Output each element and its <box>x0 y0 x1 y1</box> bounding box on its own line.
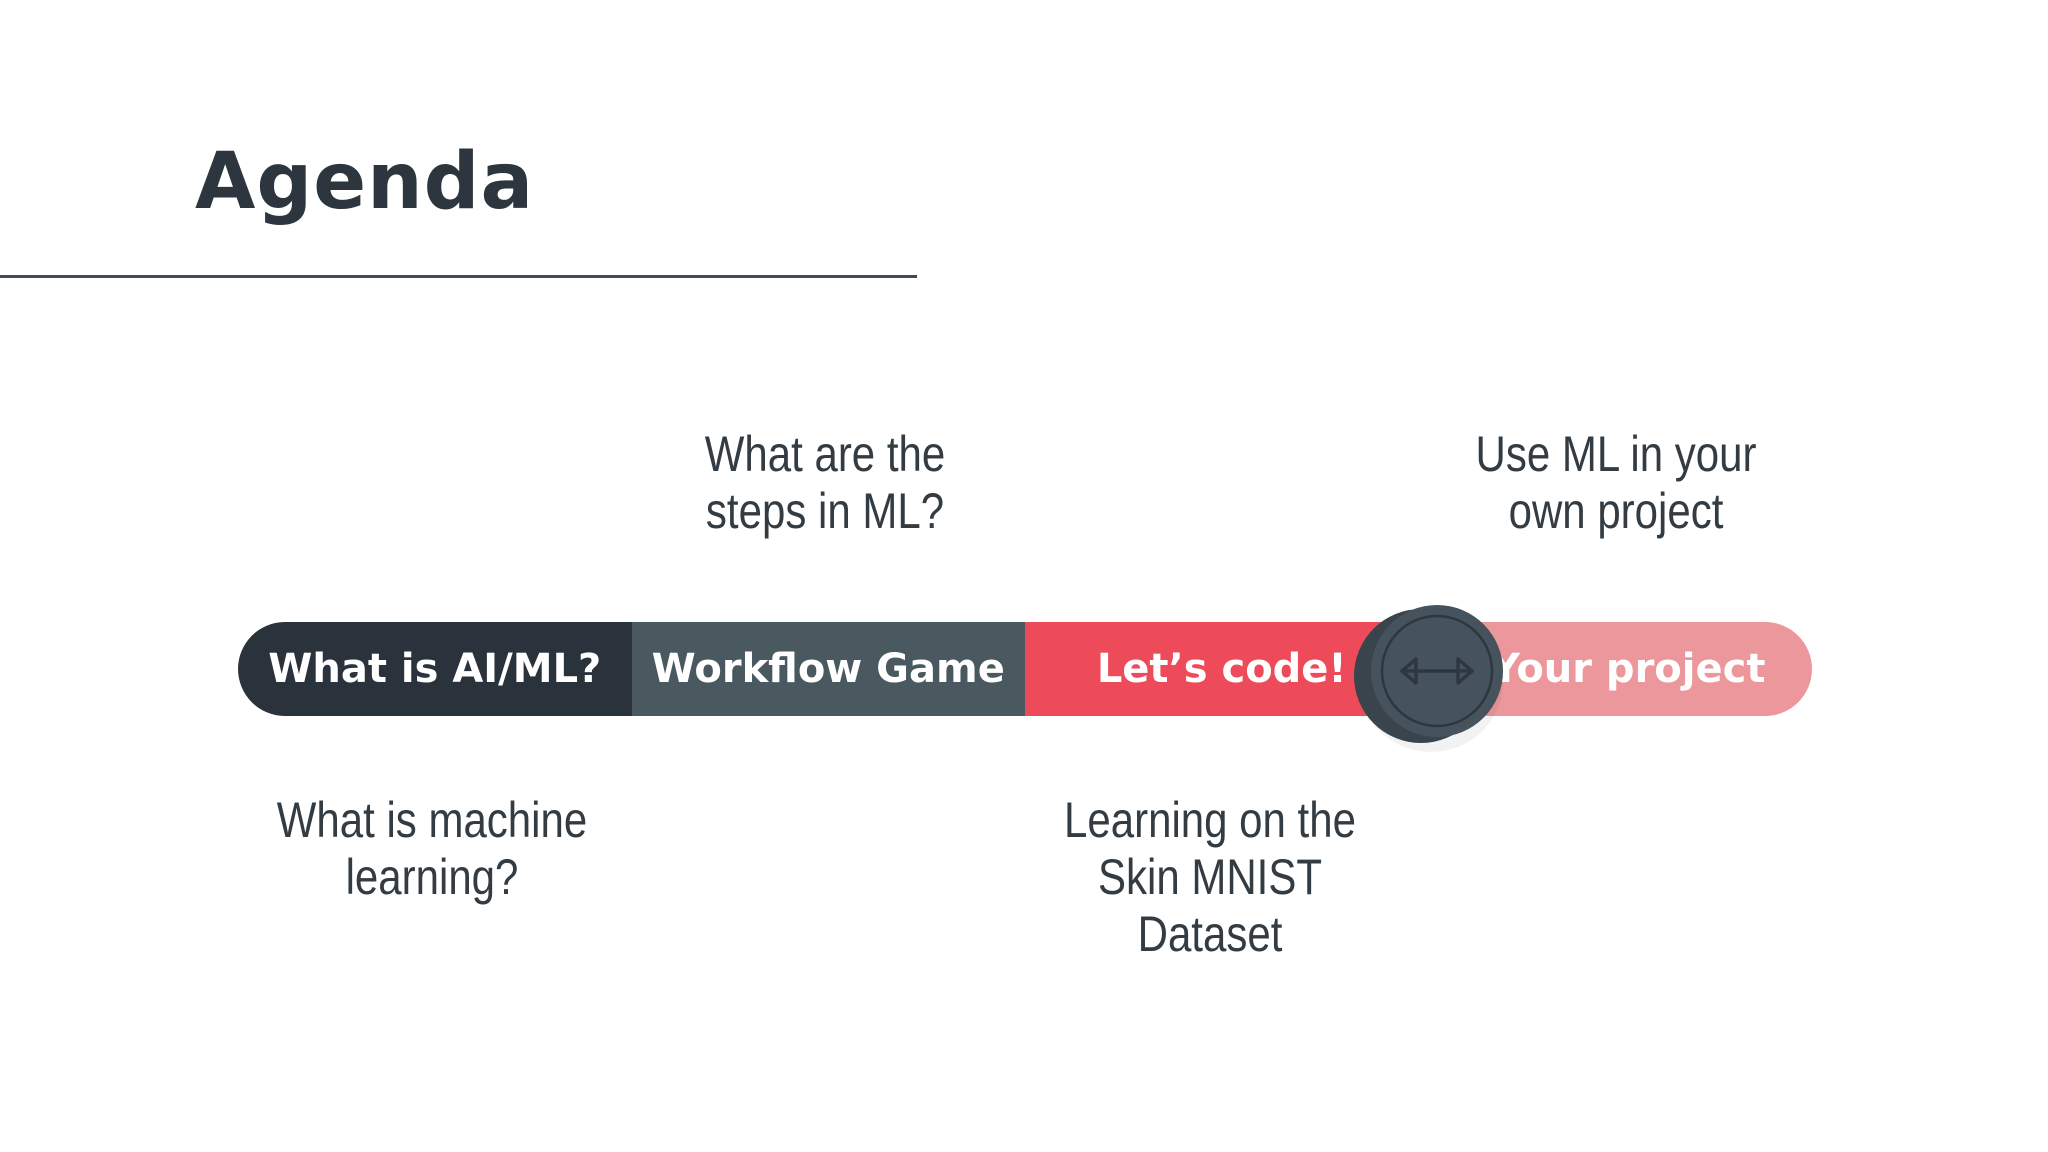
title-underline <box>0 275 917 278</box>
segment-label: Let’s code! <box>1096 646 1347 692</box>
annotation-use-ml-own-project: Use ML in your own project <box>1475 426 1757 539</box>
segment-label: Workflow Game <box>651 646 1005 692</box>
agenda-timeline: What is AI/ML? Workflow Game Let’s code!… <box>238 622 1812 716</box>
knob-ring <box>1380 614 1494 728</box>
timeline-segment-lets-code: Let’s code! <box>1025 622 1419 716</box>
timeline-segment-what-is-ai-ml: What is AI/ML? <box>238 622 632 716</box>
horizontal-double-arrow-icon <box>1400 657 1474 685</box>
segment-label: What is AI/ML? <box>268 646 602 692</box>
segment-label: Your project <box>1491 646 1766 692</box>
annotation-skin-mnist-dataset: Learning on the Skin MNIST Dataset <box>1064 792 1356 962</box>
annotation-steps-in-ml: What are the steps in ML? <box>704 426 946 539</box>
slider-knob[interactable] <box>1352 592 1522 752</box>
annotation-what-is-machine-learning: What is machine learning? <box>276 792 588 905</box>
page-title: Agenda <box>195 137 535 227</box>
timeline-segment-workflow-game: Workflow Game <box>631 622 1025 716</box>
